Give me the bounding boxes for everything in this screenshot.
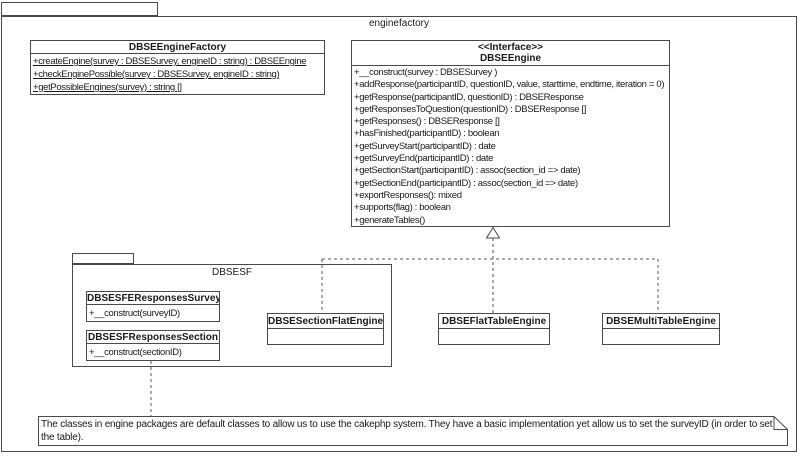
note-shape xyxy=(38,416,788,446)
interface-method: +getResponsesToQuestion(questionID) : DB… xyxy=(354,103,587,115)
interface-method-list: +__construct(survey : DBSESurvey )+addRe… xyxy=(352,66,669,227)
note-outline xyxy=(38,416,788,446)
interface-method: +getSectionStart(participantID) : assoc(… xyxy=(354,165,581,177)
class-title: DBSEEngineFactory xyxy=(31,41,324,54)
interface-method: +addResponse(participantID, questionID, … xyxy=(354,79,665,91)
class-dbse-engine-factory: DBSEEngineFactory +createEngine(survey :… xyxy=(30,40,325,95)
note-fold-icon xyxy=(773,416,788,430)
class-title: DBSEMultiTableEngine xyxy=(603,314,719,329)
interface-method: +supports(flag) : boolean xyxy=(354,202,451,214)
note-text: The classes in engine packages are defau… xyxy=(41,419,773,443)
interface-method: +getResponse(participantID, questionID) … xyxy=(354,91,584,103)
class-dbsesf-responses-section: DBSESFResponsesSection +__construct(sect… xyxy=(86,330,220,361)
interface-method: +hasFinished(participantID) : boolean xyxy=(354,128,500,140)
class-method: +__construct(sectionID) xyxy=(89,347,182,358)
class-dbse-flat-table-engine: DBSEFlatTableEngine xyxy=(438,313,550,345)
class-method: +createEngine(survey : DBSESurvey, engin… xyxy=(33,56,307,67)
uml-note: The classes in engine packages are defau… xyxy=(38,416,788,446)
interface-stereotype: <<Interface>> xyxy=(477,42,544,53)
class-method: +checkEnginePossible(survey : DBSESurvey… xyxy=(33,69,280,80)
class-dbsesfe-responses-survey: DBSESFEResponsesSurvey +__construct(surv… xyxy=(86,291,220,322)
interface-method: +getResponses() : DBSEResponse [] xyxy=(354,116,500,128)
enginefactory-package-tab xyxy=(1,2,158,16)
class-method-list: +createEngine(survey : DBSESurvey, engin… xyxy=(31,54,324,94)
class-method-list: +__construct(surveyID) xyxy=(87,305,219,321)
interface-title-compartment: <<Interface>> DBSEEngine xyxy=(352,41,669,66)
empty-compartment xyxy=(439,329,549,344)
interface-method: +generateTables() xyxy=(354,214,425,226)
dbsesf-package-name: DBSESF xyxy=(211,267,252,278)
interface-method: +exportResponses(): mixed xyxy=(354,189,462,201)
empty-compartment xyxy=(268,329,383,344)
class-title: DBSEFlatTableEngine xyxy=(439,314,549,329)
interface-method: +getSurveyStart(participantID) : date xyxy=(354,140,496,152)
interface-method: +__construct(survey : DBSESurvey ) xyxy=(354,67,498,78)
interface-dbse-engine: <<Interface>> DBSEEngine +__construct(su… xyxy=(351,40,670,227)
class-method-list: +__construct(sectionID) xyxy=(87,344,219,360)
dbsesf-package-tab xyxy=(72,253,134,264)
class-title: DBSESFEResponsesSurvey xyxy=(87,293,219,305)
enginefactory-package-name: enginefactory xyxy=(368,18,430,29)
interface-method: +getSurveyEnd(participantID) : date xyxy=(354,153,494,165)
class-dbse-section-flat-engine: DBSESectionFlatEngine xyxy=(267,313,384,345)
class-title: DBSESFResponsesSection xyxy=(87,332,219,344)
class-title: DBSESectionFlatEngine xyxy=(268,316,383,329)
empty-compartment xyxy=(603,329,719,344)
class-method: +getPossibleEngines(survey) : string [] xyxy=(33,82,182,93)
class-dbse-multi-table-engine: DBSEMultiTableEngine xyxy=(602,313,720,345)
class-method: +__construct(surveyID) xyxy=(89,308,180,319)
interface-method: +getSectionEnd(participantID) : assoc(se… xyxy=(354,177,578,189)
interface-name: DBSEEngine xyxy=(479,53,542,64)
